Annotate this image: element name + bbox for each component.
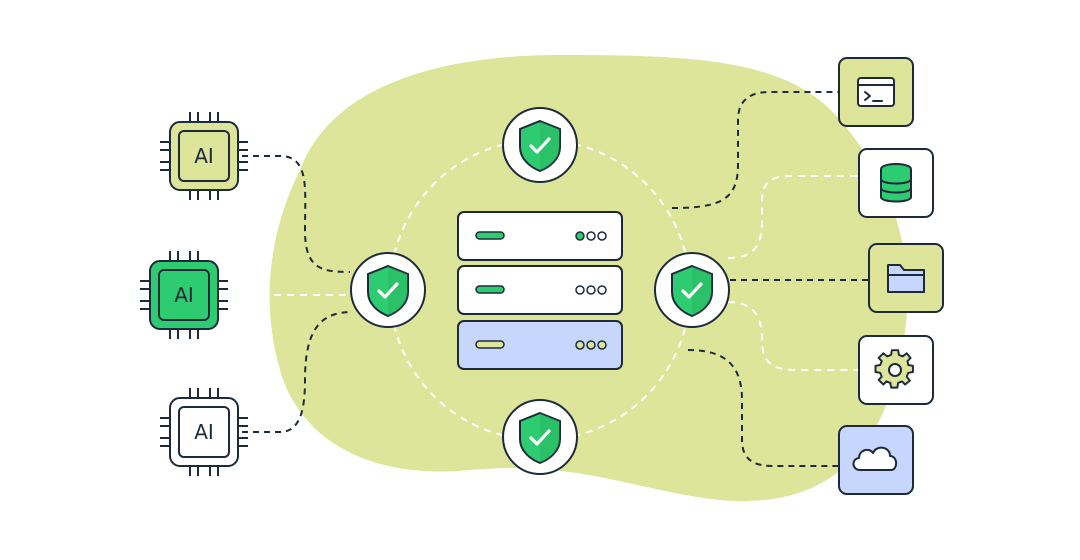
- resource-terminal: [838, 57, 914, 127]
- resource-folder: [868, 243, 944, 313]
- connector-ai-1: [242, 155, 351, 273]
- server-unit-1: [457, 211, 623, 261]
- ai-chip-3-label: AI: [194, 420, 214, 444]
- gear-icon: [874, 349, 914, 389]
- shield-bottom: [502, 399, 578, 475]
- resource-gear: [858, 335, 934, 405]
- shield-top: [502, 107, 578, 183]
- ai-chip-2: AI: [140, 251, 228, 339]
- terminal-icon: [857, 77, 895, 107]
- resource-database: [858, 148, 934, 218]
- resource-cloud: [838, 425, 914, 495]
- connector-terminal: [671, 91, 838, 209]
- ai-chip-2-label: AI: [174, 283, 194, 307]
- server-stack: [457, 211, 623, 370]
- connector-cloud: [687, 349, 838, 467]
- shield-left: [350, 252, 426, 328]
- connector-gear: [727, 301, 858, 371]
- ai-chip-1-label: AI: [194, 144, 214, 168]
- server-unit-3: [457, 320, 623, 370]
- database-icon: [880, 163, 912, 203]
- cloud-icon: [852, 446, 898, 471]
- shield-right: [654, 252, 730, 328]
- server-unit-2: [457, 265, 623, 315]
- ai-chip-1: AI: [160, 112, 248, 200]
- connector-database: [727, 175, 858, 259]
- folder-icon: [887, 264, 925, 293]
- connector-ai-3: [242, 311, 353, 433]
- ai-chip-3: AI: [160, 388, 248, 476]
